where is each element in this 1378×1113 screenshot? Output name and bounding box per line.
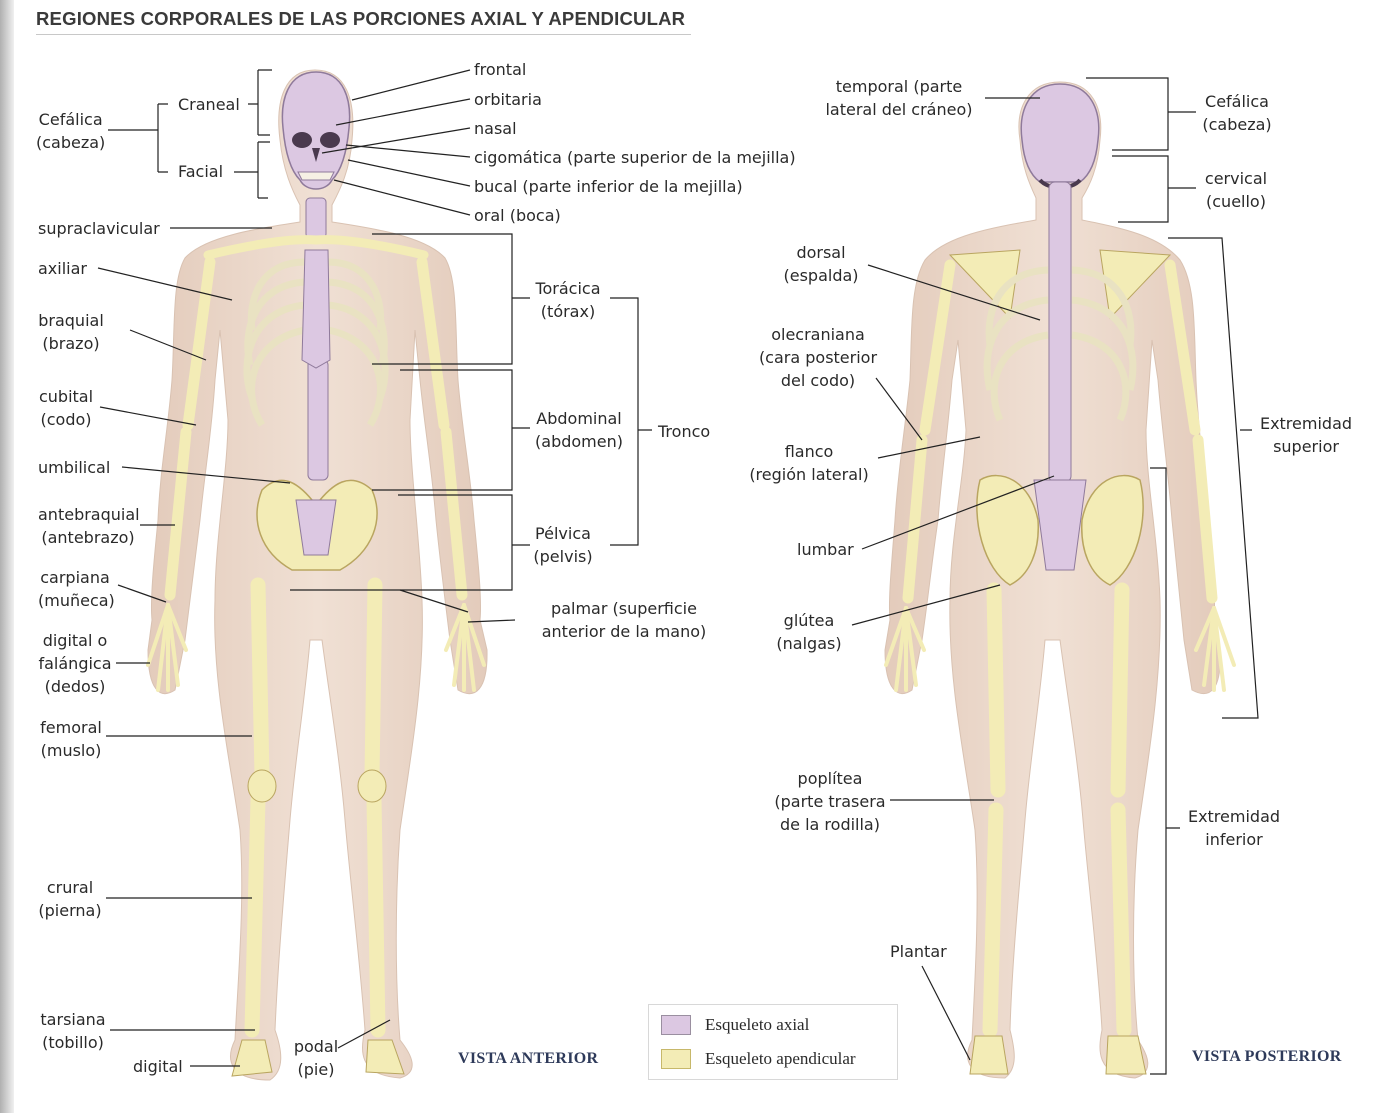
posterior-feet <box>970 1036 1146 1074</box>
label-umbilical: umbilical <box>38 456 110 479</box>
label-braquial: braquial(brazo) <box>38 309 104 355</box>
label-femoral: femoral(muslo) <box>38 716 104 762</box>
label-oral: oral (boca) <box>474 204 561 227</box>
label-pelvica: Pélvica(pelvis) <box>530 522 596 568</box>
label-abdominal: Abdominal(abdomen) <box>532 407 626 453</box>
label-flanco: flanco(región lateral) <box>744 440 874 486</box>
label-axiliar: axiliar <box>38 257 87 280</box>
label-lumbar: lumbar <box>797 538 854 561</box>
label-nasal: nasal <box>474 117 517 140</box>
label-toracica: Torácica(tórax) <box>530 277 606 323</box>
anterior-figure <box>148 70 487 1080</box>
label-cubital: cubital(codo) <box>38 385 94 431</box>
label-cefalica-posterior: Cefálica(cabeza) <box>1200 90 1274 136</box>
label-antebraquial: antebraquial(antebrazo) <box>38 503 138 549</box>
label-frontal: frontal <box>474 58 526 81</box>
label-orbitaria: orbitaria <box>474 88 542 111</box>
label-cigomatica: cigomática (parte superior de la mejilla… <box>474 146 796 169</box>
label-crural: crural(pierna) <box>38 876 102 922</box>
anterior-kneecaps <box>248 770 386 802</box>
label-bucal: bucal (parte inferior de la mejilla) <box>474 175 743 198</box>
legend-label-appendicular: Esqueleto apendicular <box>705 1047 856 1070</box>
posterior-skull <box>1021 84 1098 188</box>
anterior-sternum <box>302 250 330 368</box>
label-carpiana: carpiana(muñeca) <box>38 566 112 612</box>
label-podal: podal(pie) <box>290 1035 342 1081</box>
label-cervical: cervical(cuello) <box>1200 167 1272 213</box>
label-dorsal: dorsal(espalda) <box>778 241 864 287</box>
label-supraclavicular: supraclavicular <box>38 217 160 240</box>
legend-swatch-axial <box>661 1015 691 1035</box>
label-digital-pie: digital <box>133 1055 183 1078</box>
label-glutea: glútea(nalgas) <box>772 609 846 655</box>
label-craneal: Craneal <box>178 93 240 116</box>
view-label-posterior: VISTA POSTERIOR <box>1192 1048 1342 1066</box>
view-label-anterior: VISTA ANTERIOR <box>458 1050 598 1068</box>
posterior-spine <box>1049 182 1071 482</box>
label-facial: Facial <box>178 160 223 183</box>
label-plantar: Plantar <box>890 940 947 963</box>
legend-swatch-appendicular <box>661 1049 691 1069</box>
label-tarsiana: tarsiana(tobillo) <box>38 1008 108 1054</box>
label-cefalica: Cefálica(cabeza) <box>36 108 105 154</box>
label-tronco: Tronco <box>658 420 710 443</box>
posterior-figure <box>885 82 1234 1078</box>
legend: Esqueleto axial Esqueleto apendicular <box>648 1004 898 1080</box>
legend-label-axial: Esqueleto axial <box>705 1013 809 1036</box>
